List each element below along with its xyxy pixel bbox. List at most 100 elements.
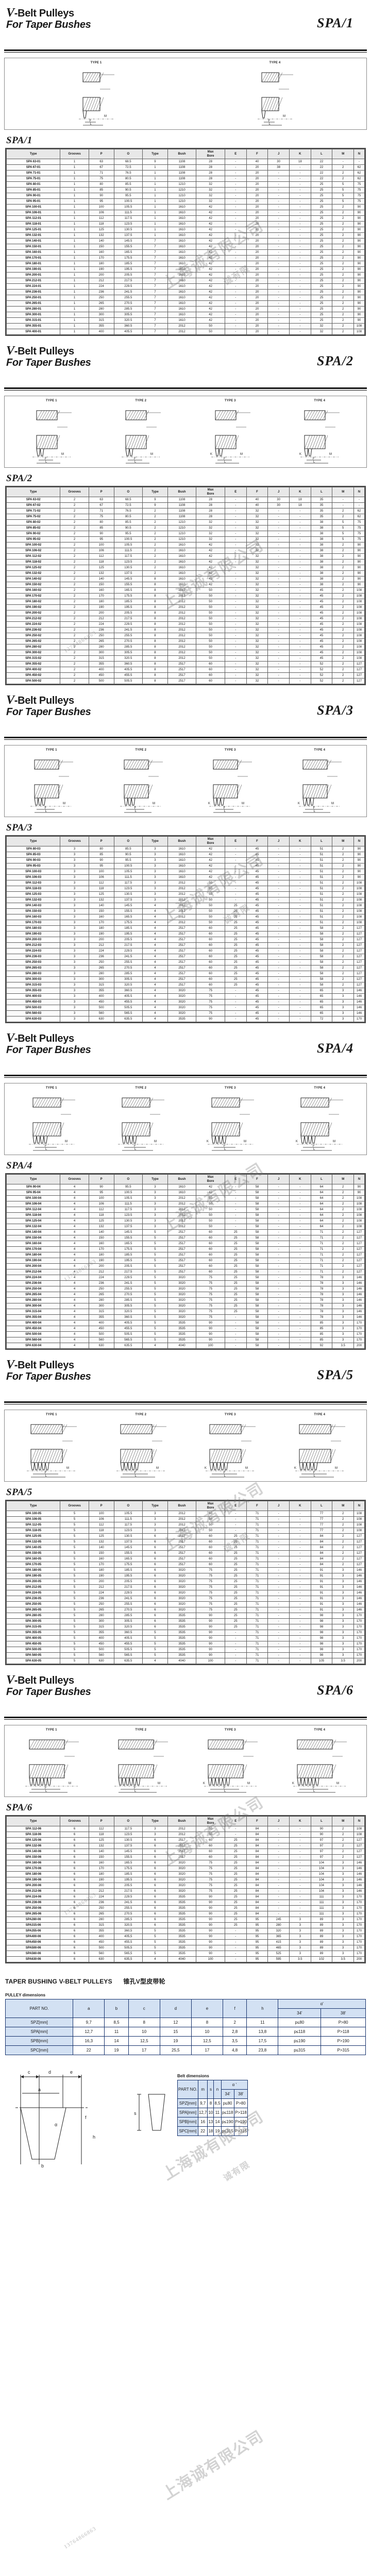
cell-grooves: 2 [60, 542, 89, 548]
cell-max-bore: 50 [196, 650, 225, 656]
cell-j: - [267, 1624, 290, 1630]
cell-e: - [224, 244, 247, 250]
cell-grooves: 6 [60, 1837, 89, 1843]
cell-e: - [224, 221, 247, 227]
cell-l: 104 [310, 1866, 333, 1872]
pulley-dimensions-title: PULLEY dimensions [5, 1993, 46, 1997]
pulley-dim-value: 25,5 [159, 2045, 192, 2055]
cell-l: 25 [310, 198, 333, 205]
cell-e: 25 [224, 920, 247, 926]
belt-dim-value: 19 [213, 2126, 222, 2136]
cell-o: 360.5 [113, 323, 143, 329]
cell-m: 2 [332, 1184, 355, 1190]
cell-type: 4 [142, 1005, 168, 1011]
cell-n: 127 [353, 1545, 365, 1551]
cell-n: 108 [353, 1195, 365, 1201]
cell-n: 146 [353, 1888, 365, 1894]
cell-l: 25 [310, 193, 333, 199]
cell-j: - [267, 1607, 290, 1613]
cell-type: SPA 224-01 [6, 283, 61, 290]
cell-p: 212 [88, 616, 114, 622]
cell-type: SPA 315-05 [6, 1624, 61, 1630]
cell-m: 2 [332, 1528, 355, 1534]
pulley-dim-value: 17 [128, 2045, 160, 2055]
dim-label-h: h [93, 2134, 95, 2140]
cell-type: SPA 265-04 [6, 1292, 61, 1298]
cell-p: 630 [88, 1658, 114, 1664]
cell-o: 80.5 [113, 176, 143, 182]
cell-max-bore: 100 [196, 1956, 225, 1962]
cell-type: SPA 315-04 [6, 1309, 61, 1315]
cell-max-bore: 60 [196, 937, 225, 943]
cell-l: 51 [310, 846, 333, 852]
col-e: e [191, 1999, 223, 2018]
cell-max-bore: 32 [196, 198, 225, 205]
cell-p: 118 [88, 1528, 114, 1534]
cell-p: 112 [88, 1522, 114, 1528]
cell-f: 20 [246, 221, 268, 227]
cell-type: SPA 224-05 [6, 1590, 61, 1596]
cell-o: 217.5 [113, 278, 143, 284]
cell-bush: 1108 [167, 514, 197, 520]
cell-bush: 1610 [167, 244, 197, 250]
cell-l: 58 [310, 982, 333, 988]
cell-m: 2 [332, 1854, 355, 1860]
cell-k: - [289, 638, 311, 645]
cell-max-bore: 60 [196, 942, 225, 948]
cell-type: 8 [142, 644, 168, 650]
cell-j: - [267, 329, 290, 335]
cell-grooves: 3 [60, 920, 89, 926]
cell-bush: 1610 [167, 232, 197, 239]
title-line-1: V-Belt Pulleys [6, 6, 74, 20]
cell-max-bore: 90 [196, 1016, 225, 1022]
cell-k: - [289, 1888, 311, 1894]
cell-k: - [289, 255, 311, 261]
cell-j: - [267, 1545, 290, 1551]
cell-m: 2 [332, 570, 355, 577]
cell-bush: 3020 [167, 999, 197, 1005]
cell-k: - [289, 914, 311, 920]
cell-o: 405.5 [113, 667, 143, 673]
cell-j: - [267, 514, 290, 520]
cell-type: SPA 180-06 [6, 1871, 61, 1877]
cell-type: SPA 236-03 [6, 954, 61, 960]
v-glyph: V [6, 1358, 14, 1371]
cell-type: 2 [142, 514, 168, 520]
cell-k: - [289, 221, 311, 227]
svg-text:M: M [245, 1467, 248, 1470]
cell-p: 236 [88, 1596, 114, 1602]
cell-f: 58 [246, 1331, 268, 1337]
cell-p: 71 [88, 170, 114, 176]
cell-n: 146 [353, 1584, 365, 1590]
cell-n: 90 [353, 317, 365, 324]
cell-k: - [289, 329, 311, 335]
belt-dim-value: 16 [197, 2117, 208, 2127]
cell-type: SPA 200-06 [6, 1883, 61, 1889]
cell-j: - [267, 1652, 290, 1658]
cell-o: 195.5 [113, 1877, 143, 1883]
cell-n: 170 [353, 1630, 365, 1636]
cell-bush: 1610 [167, 852, 197, 858]
cell-j: - [267, 903, 290, 909]
cell-f: 71 [246, 1647, 268, 1653]
cell-j: - [267, 1229, 290, 1235]
cell-j: - [267, 1562, 290, 1568]
cell-bush: 2517 [167, 672, 197, 679]
cell-e: - [224, 869, 247, 875]
col-c: c [128, 1999, 160, 2018]
cell-f: 45 [246, 1005, 268, 1011]
cell-e: 25 [224, 1545, 247, 1551]
cell-type: 1 [142, 181, 168, 188]
title-line-1: V-Belt Pulleys [6, 344, 74, 358]
cell-k: - [289, 616, 311, 622]
cell-n: 90 [353, 846, 365, 852]
